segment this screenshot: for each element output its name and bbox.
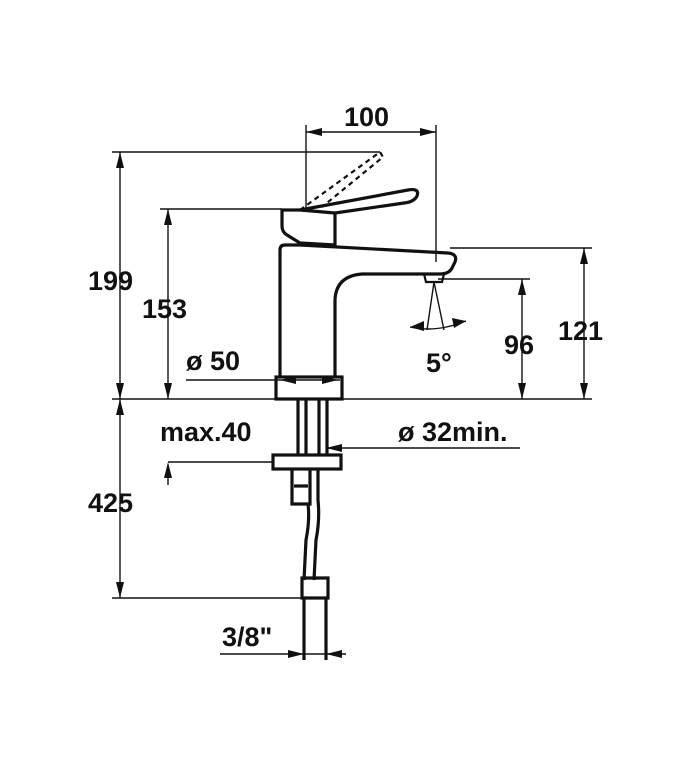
mounting-shank [296, 399, 329, 455]
faucet-spout [299, 243, 458, 378]
dim-max-40: max.40 [160, 417, 252, 447]
lever-housing [280, 208, 337, 247]
faucet-column [278, 243, 300, 378]
handle-lever-open [299, 150, 385, 211]
dim-height-153: 153 [142, 294, 187, 324]
dim-width-100: 100 [344, 102, 389, 132]
mounting-nut [271, 453, 343, 471]
dim-length-425: 425 [88, 488, 133, 518]
dim-height-199: 199 [88, 266, 133, 296]
hose-fitting [300, 576, 330, 660]
dim-height-121: 121 [558, 316, 603, 346]
connector [290, 469, 312, 506]
dim-height-96: 96 [504, 330, 534, 360]
dim-hole-32: ø 32min. [398, 417, 508, 447]
supply-hose [302, 469, 321, 581]
handle-lever [299, 188, 420, 215]
dim-connection-3-8: 3/8" [222, 622, 272, 652]
dimension-lines [112, 125, 592, 658]
faucet-body [271, 150, 458, 660]
dim-diameter-50: ø 50 [186, 346, 240, 376]
dim-angle-5: 5° [426, 348, 452, 378]
